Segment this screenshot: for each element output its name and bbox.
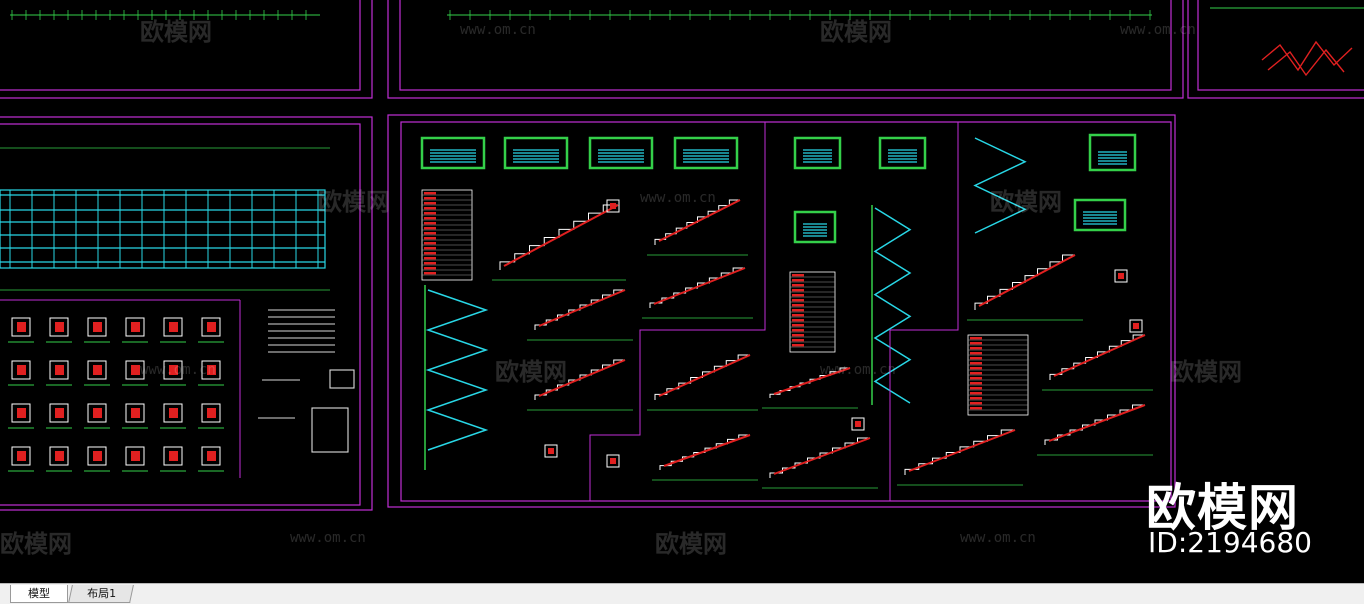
frame-left [0, 116, 373, 511]
watermark-url: www.om.cn [140, 362, 216, 378]
tab-layout-1[interactable]: 布局1 [68, 585, 134, 603]
watermark-brand: 欧模网 [655, 530, 727, 558]
column-detail-grid [8, 317, 224, 472]
elevation-strips [10, 7, 1364, 16]
watermark-url: www.om.cn [1120, 22, 1196, 38]
watermark-brand: 欧模网 [0, 530, 72, 558]
drawing-sheets [0, 0, 1364, 511]
frame-main [387, 114, 1176, 508]
layout-tab-bar: 模型 布局1 [0, 583, 1364, 604]
watermark-brand: 欧模网 [820, 18, 892, 46]
stair-plans [420, 133, 1137, 244]
tab-layout-1-label: 布局1 [86, 587, 116, 600]
frame-top-right [1187, 0, 1364, 99]
stair-sections [424, 137, 1027, 470]
watermark-url: www.om.cn [960, 530, 1036, 546]
sheet-frames [0, 0, 1364, 511]
cad-drawing-canvas[interactable]: 欧模网 欧模网 www.om.cn www.om.cn 欧模网 欧模网 www.… [0, 0, 1364, 583]
watermark-brand: 欧模网 [495, 358, 567, 386]
watermark-brand: 欧模网 [1170, 358, 1242, 386]
frame-top-left [0, 0, 373, 99]
frame-top-middle [387, 0, 1184, 99]
watermark-brand: 欧模网 [318, 188, 390, 216]
asset-id-label: ID:2194680 [1148, 526, 1312, 559]
rebar-tables [421, 189, 1029, 416]
watermark-url: www.om.cn [290, 530, 366, 546]
top-right-red-detail [1261, 40, 1353, 77]
stair-flight-details [492, 199, 1153, 489]
watermark-url: www.om.cn [640, 190, 716, 206]
brand-label: 欧模网 [1146, 479, 1299, 537]
watermark-brand: 欧模网 [140, 18, 212, 46]
watermark-brand: 欧模网 [990, 188, 1062, 216]
floor-plan-left [0, 147, 330, 291]
watermark-url: www.om.cn [820, 362, 896, 378]
watermark-url: www.om.cn [460, 22, 536, 38]
tab-model[interactable]: 模型 [10, 585, 68, 603]
